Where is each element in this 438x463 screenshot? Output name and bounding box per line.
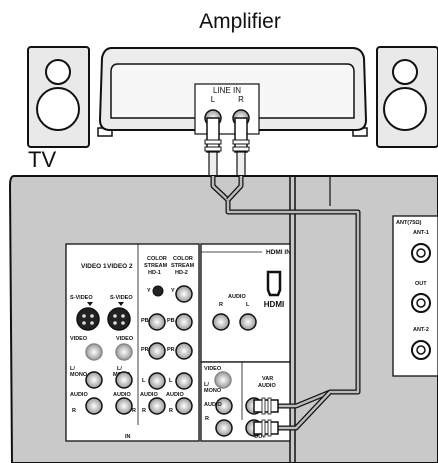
av-input-block: VIDEO 1 VIDEO 2 COLOR STREAM HD-1 COLOR … <box>65 243 200 442</box>
pr1-label: PR <box>141 347 149 353</box>
r1-label: R <box>72 408 76 414</box>
l3-label: L <box>142 378 146 384</box>
audio3-label: AUDIO <box>140 392 158 398</box>
hdmi-l-label: L <box>246 302 250 308</box>
svideo2-jack <box>107 307 131 331</box>
tv-label: TV <box>28 147 56 172</box>
diagram-title: Amplifier <box>199 10 281 33</box>
video1-label: VIDEO 1 <box>81 263 107 270</box>
lmono1-a: L/ <box>70 366 75 372</box>
y2-label: Y <box>171 288 175 294</box>
cs1-line2: STREAM <box>144 263 168 269</box>
video2-comp-label: VIDEO <box>116 336 134 342</box>
var-audio-a: VAR <box>262 376 273 382</box>
cs1-line1: COLOR <box>147 256 167 262</box>
in-label: IN <box>125 434 131 440</box>
l4-label: L <box>169 378 173 384</box>
cs1-line3: HD-1 <box>148 270 161 276</box>
audio2-label: AUDIO <box>113 392 131 398</box>
video2-label: VIDEO 2 <box>107 263 133 270</box>
out-lmono-a: L/ <box>204 382 209 388</box>
svideo1-label: S-VIDEO <box>70 295 93 301</box>
lmono1-b: MONO <box>70 372 88 378</box>
tv-rca-plugs <box>253 397 279 437</box>
cs2-line2: STREAM <box>171 263 195 269</box>
var-audio-b: AUDIO <box>258 383 276 389</box>
audio4-label: AUDIO <box>166 392 184 398</box>
audio-cable <box>210 176 361 431</box>
r4-label: R <box>169 408 173 414</box>
left-speaker <box>27 46 90 148</box>
ant-out-label: OUT <box>415 281 427 287</box>
out-r-label: R <box>205 416 209 422</box>
antenna-block: ANT(75Ω) ANT-1 OUT ANT-2 <box>392 215 438 377</box>
r2-label: R <box>132 408 136 414</box>
r3-label: R <box>142 408 146 414</box>
ant-label: ANT(75Ω) <box>396 220 422 226</box>
y1-label: Y <box>147 288 151 294</box>
hdmi-block: HDMI IN AUDIO R L HDMI <box>200 243 291 363</box>
video1-comp-label: VIDEO <box>70 336 88 342</box>
hdmi-r-label: R <box>219 302 223 308</box>
pb1-label: PB <box>141 318 149 324</box>
cs2-line1: COLOR <box>173 256 193 262</box>
pb2-label: PB <box>167 318 175 324</box>
amplifier-unit: LINE IN L R <box>97 47 368 137</box>
out-audio-label: AUDIO <box>204 402 222 408</box>
audio1-label: AUDIO <box>70 392 88 398</box>
out-video-label: VIDEO <box>204 366 222 372</box>
line-in-panel <box>194 83 260 135</box>
out-lmono-b: MONO <box>204 388 222 394</box>
line-in-left-label: L <box>211 95 216 104</box>
svideo2-label: S-VIDEO <box>110 295 133 301</box>
line-in-label: LINE IN <box>213 86 241 95</box>
line-in-right-label: R <box>238 95 244 104</box>
pr2-label: PR <box>167 347 175 353</box>
svideo1-jack <box>76 307 100 331</box>
ant1-label: ANT-1 <box>413 230 429 236</box>
lmono2-a: L/ <box>117 366 122 372</box>
hdmi-audio-label: AUDIO <box>228 294 246 300</box>
cs2-line3: HD-2 <box>175 270 188 276</box>
hdmi-in-label: HDMI IN <box>266 249 291 256</box>
right-speaker <box>376 46 438 148</box>
ant2-label: ANT-2 <box>413 327 429 333</box>
out-label: OUT <box>254 434 266 440</box>
hdmi-logo: HDMI <box>264 300 284 309</box>
amp-rca-plugs <box>204 117 250 177</box>
